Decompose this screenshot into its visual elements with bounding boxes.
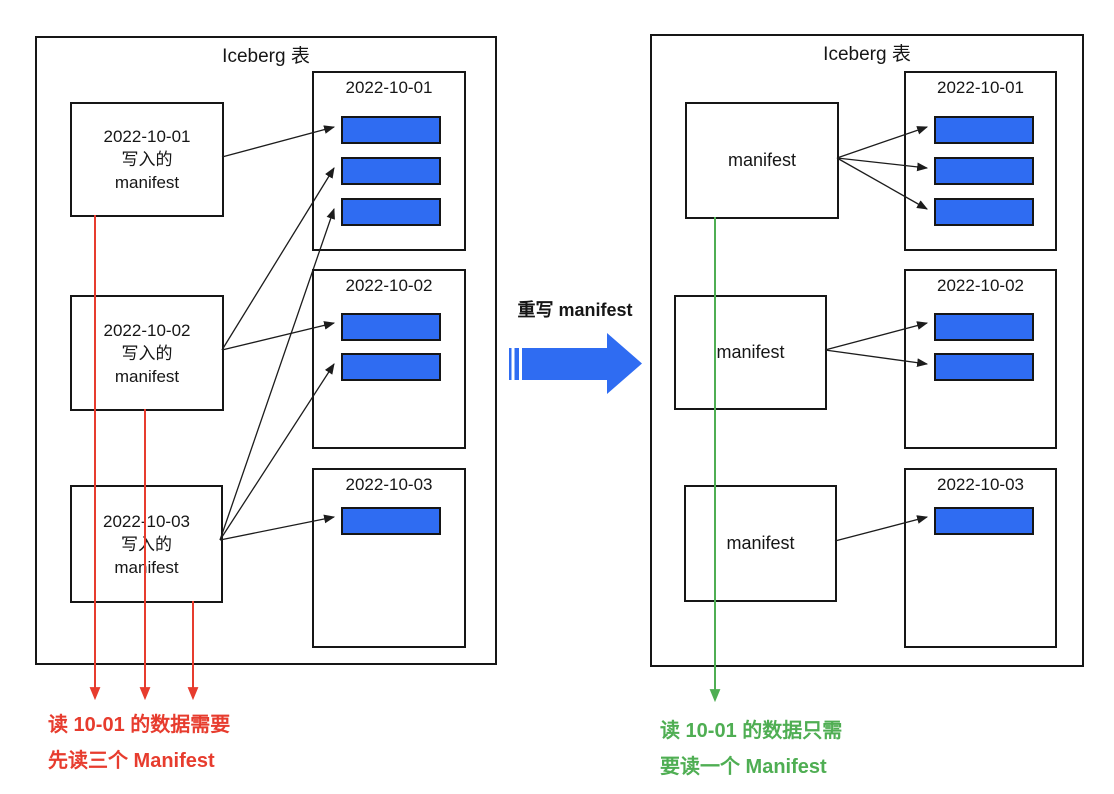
- manifest-written-label: 写入的: [121, 343, 173, 363]
- partition-title: 2022-10-01: [345, 78, 433, 97]
- data-file-rect: [934, 116, 1034, 144]
- note-line: 读 10-01 的数据需要: [48, 714, 231, 736]
- left-partition-box-1002: 2022-10-02: [312, 269, 466, 449]
- left-manifest-box-1003: 2022-10-03 写入的 manifest: [70, 485, 223, 603]
- right-read-note: 读 10-01 的数据只需 要读一个 Manifest: [660, 718, 842, 790]
- right-panel-title: Iceberg 表: [823, 44, 911, 65]
- manifest-written-label: 写入的: [121, 534, 172, 554]
- note-line: 读 10-01 的数据只需: [660, 720, 843, 742]
- partition-title: 2022-10-03: [345, 475, 433, 494]
- left-panel-title: Iceberg 表: [222, 46, 310, 67]
- data-file-rect: [341, 157, 441, 185]
- manifest-written-label: 写入的: [121, 150, 173, 169]
- right-partition-box-1001: 2022-10-01: [904, 71, 1057, 251]
- manifest-date-label: 2022-10-03: [103, 511, 190, 531]
- right-manifest-box-1: manifest: [685, 102, 839, 219]
- right-partition-box-1003: 2022-10-03: [904, 468, 1057, 648]
- manifest-word-label: manifest: [726, 533, 795, 553]
- left-read-note: 读 10-01 的数据需要 先读三个 Manifest: [48, 712, 230, 784]
- rewrite-manifest-label: 重写 manifest: [517, 300, 633, 320]
- partition-title: 2022-10-02: [937, 276, 1024, 295]
- data-file-rect: [934, 198, 1034, 226]
- right-manifest-box-3: manifest: [684, 485, 837, 602]
- partition-title: 2022-10-02: [345, 276, 433, 295]
- right-partition-box-1002: 2022-10-02: [904, 269, 1057, 449]
- left-iceberg-table-panel: Iceberg 表 2022-10-01 写入的 manifest 2022-1…: [35, 36, 497, 665]
- data-file-rect: [934, 157, 1034, 185]
- data-file-rect: [341, 116, 441, 144]
- manifest-date-label: 2022-10-02: [103, 320, 191, 340]
- manifest-word-label: manifest: [727, 150, 797, 170]
- manifest-word-label: manifest: [114, 173, 180, 192]
- left-partition-box-1001: 2022-10-01: [312, 71, 466, 251]
- note-line: 先读三个 Manifest: [48, 750, 215, 772]
- partition-title: 2022-10-03: [937, 475, 1024, 494]
- left-manifest-box-1001: 2022-10-01 写入的 manifest: [70, 102, 224, 217]
- data-file-rect: [341, 313, 441, 341]
- left-partition-box-1003: 2022-10-03: [312, 468, 466, 648]
- left-manifest-box-1002: 2022-10-02 写入的 manifest: [70, 295, 224, 411]
- note-line: 要读一个 Manifest: [660, 756, 827, 778]
- data-file-rect: [341, 507, 441, 535]
- data-file-rect: [934, 313, 1034, 341]
- data-file-rect: [341, 198, 441, 226]
- right-iceberg-table-panel: Iceberg 表 manifest manifest manifest 202…: [650, 34, 1084, 667]
- data-file-rect: [341, 353, 441, 381]
- rewrite-arrow-icon: [509, 333, 642, 394]
- manifest-word-label: manifest: [114, 366, 180, 386]
- manifest-date-label: 2022-10-01: [103, 127, 191, 146]
- data-file-rect: [934, 507, 1034, 535]
- manifest-word-label: manifest: [716, 342, 785, 362]
- manifest-word-label: manifest: [114, 557, 179, 577]
- data-file-rect: [934, 353, 1034, 381]
- right-manifest-box-2: manifest: [674, 295, 827, 410]
- partition-title: 2022-10-01: [937, 78, 1024, 97]
